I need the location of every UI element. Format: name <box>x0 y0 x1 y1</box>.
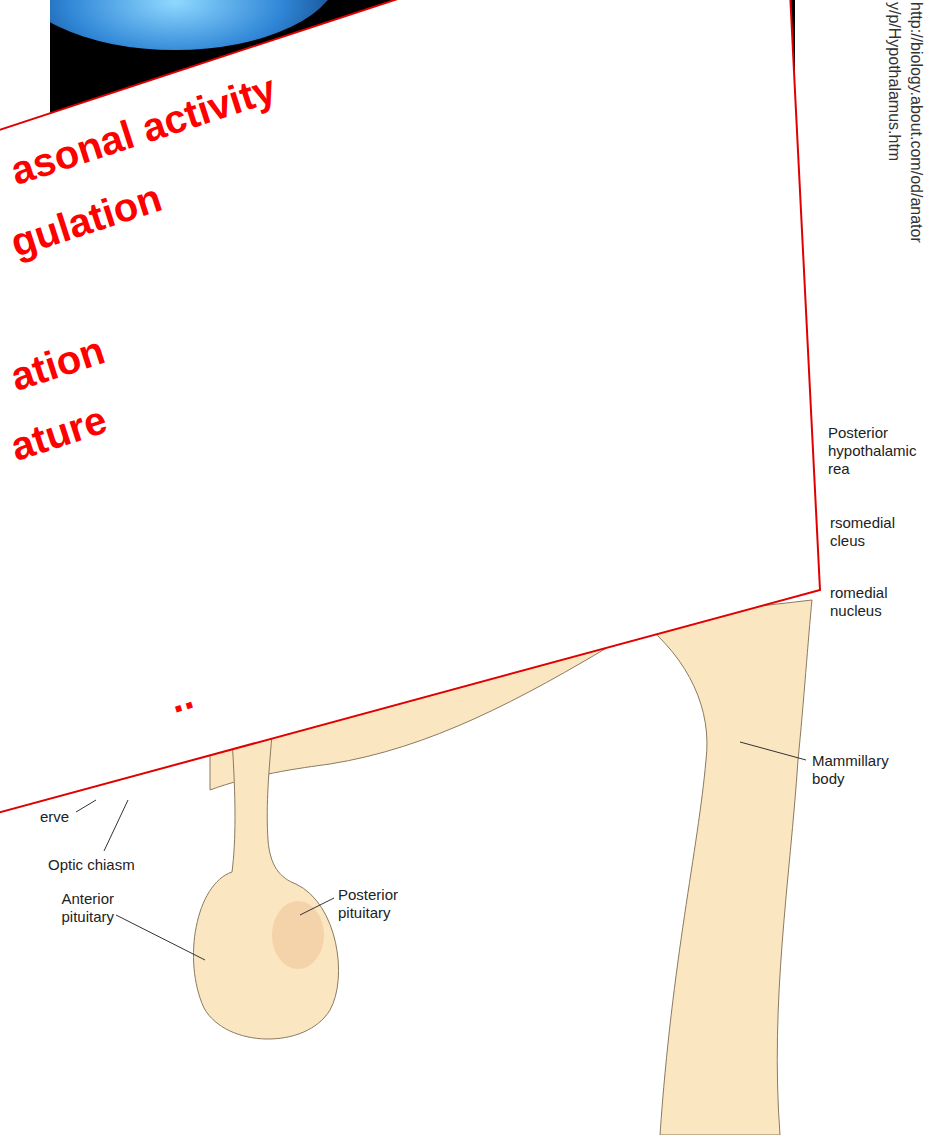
part-label: Optic chiasm <box>48 856 135 874</box>
leader-line <box>104 800 128 851</box>
part-label: rsomedial cleus <box>830 514 910 550</box>
overlay-card: asonal activitygulationationature.. <box>0 0 929 830</box>
posterior-lobe <box>272 901 324 969</box>
part-label: Posterior hypothalamic rea <box>828 424 920 478</box>
leader-line <box>300 898 334 915</box>
leader-line <box>116 915 205 960</box>
part-label: Posterior pituitary <box>338 886 408 922</box>
source-url: y/p/Hypothalamus.htm <box>884 2 904 161</box>
source-url: http://biology.about.com/od/anator <box>906 2 926 243</box>
part-label: romedial nucleus <box>830 584 910 620</box>
card-shape <box>0 0 820 815</box>
pituitary-gland <box>193 735 338 1039</box>
leader-line <box>76 800 96 812</box>
brainstem <box>640 600 812 1135</box>
leader-line <box>740 742 806 760</box>
part-label: erve <box>40 808 69 826</box>
part-label: Mammillary body <box>812 752 902 788</box>
part-label: Anterior pituitary <box>50 890 114 926</box>
